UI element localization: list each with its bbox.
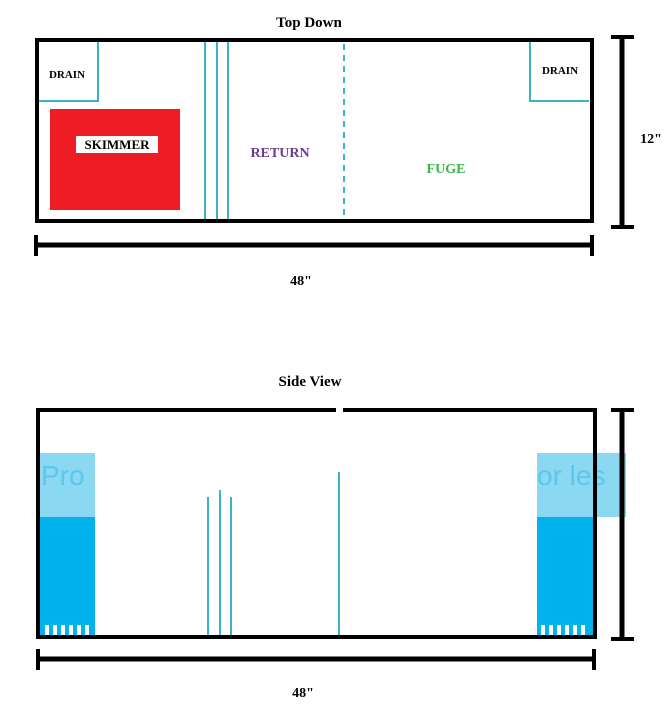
stripe bbox=[549, 625, 553, 635]
overlay-band-left bbox=[40, 453, 95, 517]
stripe bbox=[69, 625, 73, 635]
drain-right-label: DRAIN bbox=[542, 65, 578, 77]
top-down-view: DRAIN DRAIN SKIMMER RETURN FUGE bbox=[35, 38, 594, 223]
side-tank-outline bbox=[36, 408, 597, 639]
side-width-dimension: 48" bbox=[36, 649, 596, 701]
stripe bbox=[565, 625, 569, 635]
side-height-bracket bbox=[611, 408, 634, 641]
overlay-text-left: Pro bbox=[41, 460, 85, 491]
drain-left-label: DRAIN bbox=[49, 69, 85, 81]
height-dimension: 12" bbox=[611, 35, 662, 229]
top-width-dimension: 48" bbox=[34, 235, 594, 289]
side-width-label: 48" bbox=[292, 686, 314, 701]
skimmer-block bbox=[50, 109, 180, 210]
stripe bbox=[557, 625, 561, 635]
stripe bbox=[45, 625, 49, 635]
side-tank-top-gap bbox=[336, 406, 343, 414]
drain-left-box bbox=[39, 42, 99, 102]
side-view-title: Side View bbox=[279, 374, 342, 390]
top-width-label: 48" bbox=[290, 274, 312, 289]
stripe bbox=[85, 625, 89, 635]
water-left bbox=[40, 517, 95, 636]
stripe bbox=[581, 625, 585, 635]
return-label: RETURN bbox=[250, 146, 309, 161]
stripe bbox=[573, 625, 577, 635]
height-label: 12" bbox=[640, 132, 662, 147]
stripe bbox=[53, 625, 57, 635]
fuge-label: FUGE bbox=[427, 162, 466, 177]
skimmer-label-bg bbox=[76, 136, 158, 153]
skimmer-label: SKIMMER bbox=[85, 137, 151, 152]
side-view: Pro or les bbox=[36, 406, 626, 639]
water-right bbox=[537, 517, 593, 636]
bottom-stripes-right bbox=[541, 625, 585, 635]
overlay-band-right bbox=[537, 453, 593, 517]
stripe bbox=[77, 625, 81, 635]
drain-right-box bbox=[529, 42, 589, 102]
stripe bbox=[541, 625, 545, 635]
bottom-stripes-left bbox=[45, 625, 89, 635]
stripe bbox=[61, 625, 65, 635]
top-down-title: Top Down bbox=[276, 15, 342, 31]
